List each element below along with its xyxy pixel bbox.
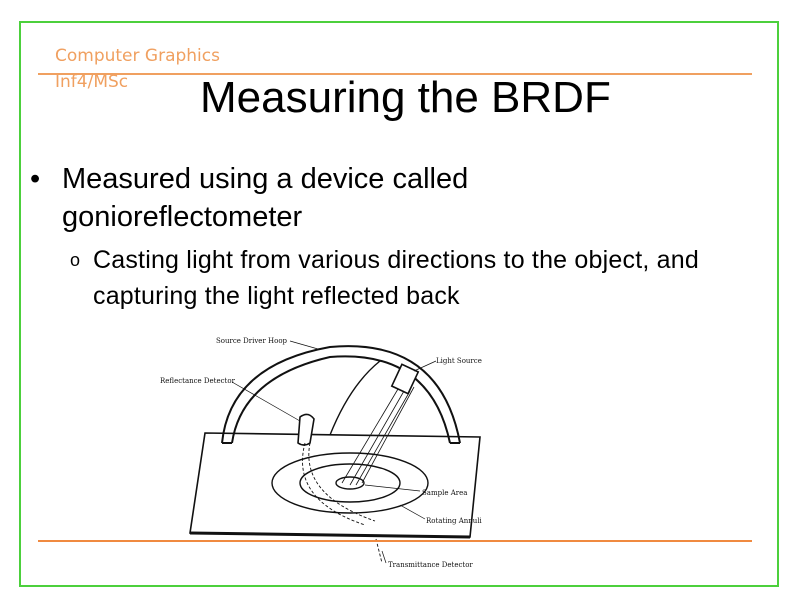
course-name: Computer Graphics — [55, 46, 220, 66]
sample-area — [335, 476, 365, 490]
sub-bullet-text: Casting light from various directions to… — [93, 246, 699, 310]
label-transmittance-detector: Transmittance Detector — [388, 561, 473, 569]
label-source-driver-hoop: Source Driver Hoop — [216, 337, 288, 345]
bullet-dot-icon: • — [30, 163, 41, 195]
light-source-icon — [341, 363, 420, 486]
gonioreflectometer-figure: Source Driver Hoop Light Source Reflecta… — [160, 337, 483, 569]
course-code: Inf4/MSc — [55, 72, 129, 92]
label-sample-area: Sample Area — [422, 489, 467, 497]
bullet-text: Measured using a device called goniorefl… — [62, 163, 469, 233]
footer-divider — [38, 540, 752, 542]
sub-bullet-item: o Casting light from various directions … — [70, 242, 780, 314]
header-divider — [38, 73, 752, 75]
rotating-annulus-inner — [299, 463, 401, 503]
label-light-source: Light Source — [436, 357, 482, 365]
slide-title: Measuring the BRDF — [200, 73, 611, 122]
label-rotating-annuli: Rotating Annuli — [426, 517, 483, 525]
slide-frame — [19, 21, 779, 587]
source-driver-hoop — [221, 345, 461, 444]
label-reflectance-detector: Reflectance Detector — [160, 377, 236, 385]
sub-bullet-circle-icon: o — [70, 250, 81, 270]
rotating-annulus-outer — [271, 452, 429, 514]
bullet-item: • Measured using a device called goniore… — [30, 160, 650, 236]
